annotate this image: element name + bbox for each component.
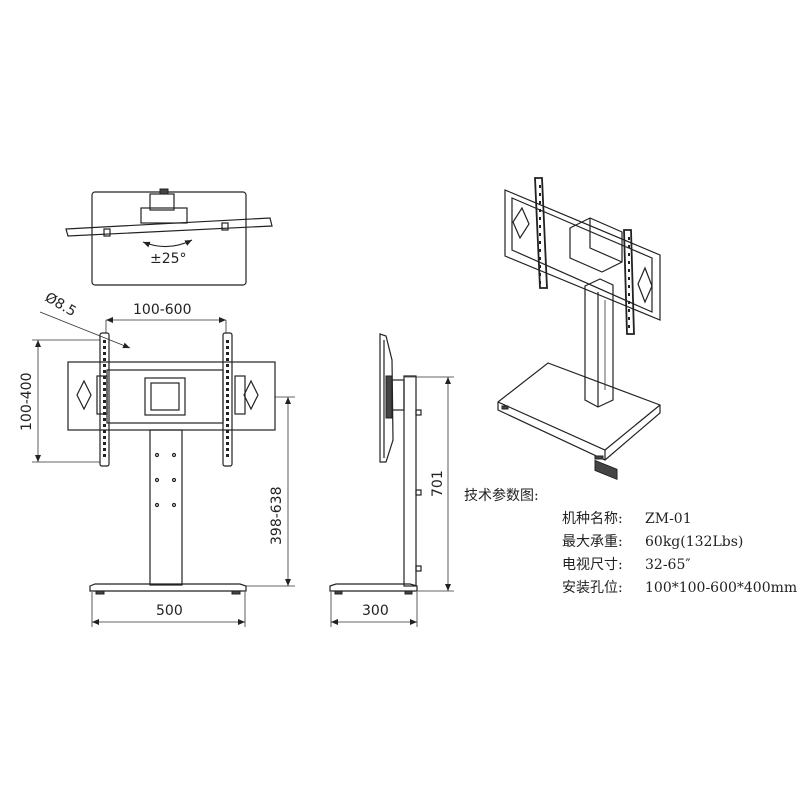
- mounting-hole: [226, 358, 229, 361]
- mounting-hole: [628, 301, 630, 304]
- mounting-hole: [539, 185, 541, 188]
- spec-heading: 技术参数图:: [464, 487, 539, 504]
- mounting-hole: [539, 265, 541, 268]
- mounting-hole: [103, 358, 106, 361]
- mounting-hole: [103, 364, 106, 367]
- mounting-hole: [628, 237, 630, 240]
- side-view: 701 300: [329, 333, 454, 627]
- mounting-hole: [226, 448, 229, 451]
- mounting-hole: [226, 364, 229, 367]
- mounting-hole: [103, 346, 106, 349]
- mounting-hole: [628, 309, 630, 312]
- mounting-hole: [226, 412, 229, 415]
- top-view: ±25°: [65, 188, 273, 286]
- mounting-hole: [103, 454, 106, 457]
- mounting-hole: [103, 340, 106, 343]
- mounting-hole: [103, 442, 106, 445]
- mounting-hole: [628, 253, 630, 256]
- rail-holes-right: [226, 340, 229, 457]
- mounting-hole: [226, 340, 229, 343]
- mounting-hole: [226, 430, 229, 433]
- mounting-hole: [539, 233, 541, 236]
- height-range-label: 398-638: [269, 487, 285, 546]
- mounting-hole: [628, 269, 630, 272]
- isometric-view: [497, 177, 661, 480]
- mounting-hole: [628, 277, 630, 280]
- spec-label: 电视尺寸:: [562, 557, 623, 573]
- mounting-hole: [103, 418, 106, 421]
- mounting-hole: [226, 454, 229, 457]
- mounting-hole: [539, 217, 541, 220]
- mounting-hole: [628, 261, 630, 264]
- mounting-hole: [226, 346, 229, 349]
- mounting-hole: [103, 376, 106, 379]
- mounting-hole: [539, 273, 541, 276]
- mounting-hole: [628, 317, 630, 320]
- mounting-hole: [226, 406, 229, 409]
- mounting-hole: [103, 430, 106, 433]
- mounting-hole: [539, 209, 541, 212]
- horizontal-spacing-label: 100-600: [133, 302, 192, 318]
- base-width-label: 500: [156, 603, 183, 619]
- mounting-hole: [226, 424, 229, 427]
- spec-label: 机种名称:: [562, 511, 623, 527]
- mounting-hole: [226, 418, 229, 421]
- mounting-hole: [539, 249, 541, 252]
- mounting-hole: [226, 376, 229, 379]
- mounting-hole: [539, 281, 541, 284]
- spec-label: 安装孔位:: [562, 580, 623, 596]
- spec-value: 60kg(132Lbs): [645, 534, 743, 550]
- rotation-label: ±25°: [150, 251, 187, 267]
- spec-value: 100*100-600*400mm: [645, 580, 797, 596]
- mounting-hole: [226, 382, 229, 385]
- mounting-hole: [539, 201, 541, 204]
- mounting-hole: [103, 352, 106, 355]
- spec-label: 最大承重:: [562, 534, 623, 550]
- spec-table: 技术参数图: 机种名称: ZM-01 最大承重: 60kg(132Lbs) 电视…: [464, 487, 797, 596]
- mounting-hole: [226, 436, 229, 439]
- mounting-hole: [539, 241, 541, 244]
- mounting-hole: [226, 442, 229, 445]
- hole-diameter-label: Ø8.5: [42, 290, 79, 321]
- total-height-label: 701: [430, 470, 446, 497]
- mounting-hole: [103, 412, 106, 415]
- mounting-hole: [103, 436, 106, 439]
- mounting-hole: [628, 245, 630, 248]
- front-view: 100-600 Ø8.5 100-400 398-638 500: [19, 290, 295, 627]
- spec-value: 32-65″: [645, 557, 691, 573]
- mounting-hole: [226, 388, 229, 391]
- mounting-hole: [103, 370, 106, 373]
- mounting-hole: [103, 448, 106, 451]
- spec-value: ZM-01: [645, 511, 692, 527]
- mounting-hole: [103, 394, 106, 397]
- mounting-hole: [103, 424, 106, 427]
- mounting-hole: [539, 257, 541, 260]
- vertical-spacing-label: 100-400: [19, 373, 35, 432]
- mounting-hole: [539, 225, 541, 228]
- mounting-hole: [103, 406, 106, 409]
- rail-holes-left: [103, 340, 106, 457]
- mounting-hole: [103, 382, 106, 385]
- mounting-hole: [226, 400, 229, 403]
- mounting-hole: [628, 293, 630, 296]
- mounting-hole: [226, 394, 229, 397]
- mounting-hole: [103, 400, 106, 403]
- mounting-hole: [226, 352, 229, 355]
- mounting-hole: [539, 193, 541, 196]
- mounting-hole: [226, 370, 229, 373]
- mounting-hole: [628, 285, 630, 288]
- base-depth-label: 300: [362, 603, 389, 619]
- mounting-hole: [628, 325, 630, 328]
- mounting-hole: [103, 388, 106, 391]
